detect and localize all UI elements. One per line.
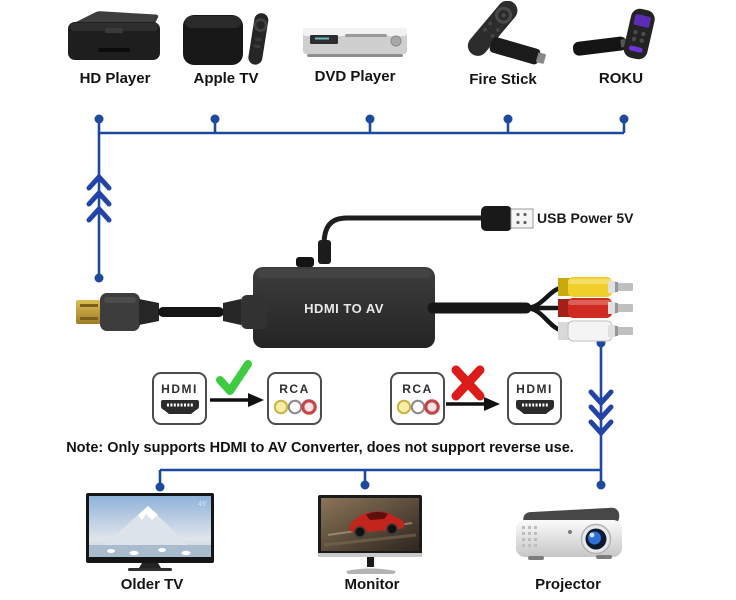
rca-box-label: RCA (402, 382, 433, 396)
rca-jacks-icon (396, 399, 440, 415)
cross-icon (451, 365, 485, 401)
source-label-dvd-player: DVD Player (314, 68, 396, 85)
older-tv-image: 49' (86, 493, 214, 571)
usb-connector-icon (481, 206, 534, 231)
hd-player-image (68, 11, 160, 60)
output-label-projector: Projector (535, 576, 601, 593)
hdmi-port-icon (515, 400, 554, 414)
chevrons-up-icon (86, 173, 112, 223)
hdmi-plug-icon (76, 293, 267, 331)
source-label-roku: ROKU (598, 70, 644, 87)
fire-stick-image (467, 1, 546, 65)
hdmi-box-label: HDMI (161, 382, 198, 396)
rca-source-box: RCA (390, 372, 445, 425)
output-label-monitor: Monitor (344, 576, 400, 593)
arrow-right-icon (446, 397, 500, 411)
source-label-hd-player: HD Player (79, 70, 151, 87)
source-label-fire-stick: Fire Stick (469, 71, 537, 88)
arrow-right-icon (210, 393, 264, 407)
svg-text:49': 49' (198, 501, 207, 508)
hdmi-target-box: HDMI (507, 372, 562, 425)
output-label-older-tv: Older TV (120, 576, 184, 593)
dvd-player-image (303, 28, 407, 57)
converter-label: HDMI TO AV (304, 301, 384, 316)
av-cable (427, 284, 569, 334)
rca-target-box: RCA (267, 372, 322, 425)
note-text: Note: Only supports HDMI to AV Converter… (66, 440, 574, 456)
rca-plug-white (558, 320, 633, 342)
rca-box-label: RCA (279, 382, 310, 396)
roku-image (572, 8, 655, 60)
projector-image (516, 507, 622, 560)
hdmi-port-icon (160, 400, 199, 414)
rca-jacks-icon (273, 399, 317, 415)
apple-tv-image (183, 13, 269, 65)
hdmi-source-box: HDMI (152, 372, 207, 425)
source-label-apple-tv: Apple TV (193, 70, 259, 87)
converter-assembly (76, 206, 633, 348)
rca-plug-red (558, 298, 633, 318)
monitor-image (318, 495, 422, 574)
rca-plug-yellow (558, 277, 633, 297)
check-icon (216, 360, 252, 395)
chevrons-down-icon (588, 389, 614, 437)
usb-power-label: USB Power 5V (537, 210, 634, 226)
usb-power-cable (318, 215, 483, 264)
converter-box (253, 257, 435, 348)
hdmi-box-label: HDMI (516, 382, 553, 396)
